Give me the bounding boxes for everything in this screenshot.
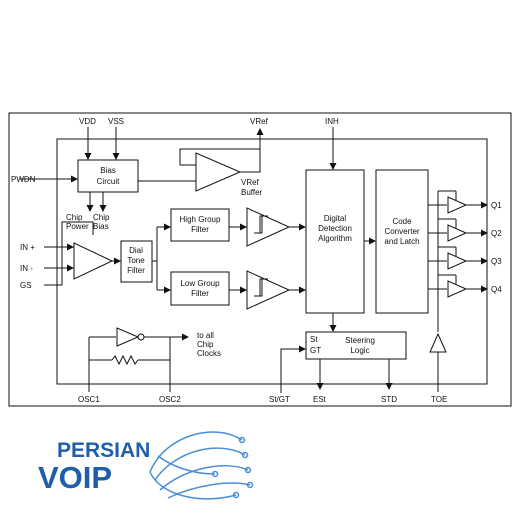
low-group-filter-label-2: Filter	[191, 289, 209, 298]
dial-tone-filter-label-3: Filter	[127, 266, 145, 275]
chip-bias-label-2: Bias	[93, 222, 109, 231]
digital-detection-label-2: Detection	[318, 224, 352, 233]
q4-buffer	[447, 280, 468, 298]
to-all-chip-clocks-label-2: Chip	[197, 340, 214, 349]
high-group-filter-label-2: Filter	[191, 225, 209, 234]
logo-word-voip: VOIP	[38, 460, 112, 495]
pin-q1: Q1	[491, 201, 502, 210]
chip-power-label-1: Chip	[66, 213, 83, 222]
high-group-filter-block	[170, 208, 230, 242]
code-converter-label-3: and Latch	[384, 237, 419, 246]
code-converter-block	[375, 169, 429, 314]
low-group-filter-label-1: Low Group	[180, 279, 220, 288]
dial-tone-filter-label-2: Tone	[127, 256, 145, 265]
steering-logic-label-1: Steering	[345, 336, 375, 345]
low-group-filter-block	[170, 271, 230, 306]
logo-word-persian: PERSIAN	[57, 439, 150, 462]
code-converter-label-1: Code	[392, 217, 412, 226]
pin-q2: Q2	[491, 229, 502, 238]
bias-circuit-block	[77, 159, 139, 193]
digital-detection-label-1: Digital	[324, 214, 346, 223]
bias-circuit-label-1: Bias	[100, 166, 116, 175]
pin-in-plus: IN +	[20, 243, 35, 252]
circuit-swoosh-icon	[149, 431, 254, 500]
pin-st-gt: St/GT	[269, 395, 290, 404]
steering-logic-block	[305, 331, 407, 360]
vref-buffer-amp	[195, 152, 242, 192]
pin-vref: VRef	[250, 117, 269, 126]
input-opamp	[73, 242, 114, 280]
pin-q4: Q4	[491, 285, 502, 294]
vref-buffer-label-1: VRef	[241, 178, 260, 187]
pin-inh: INH	[325, 117, 339, 126]
vref-buffer-label-2: Buffer	[241, 188, 263, 197]
low-group-comparator	[246, 270, 291, 310]
q3-buffer	[447, 252, 468, 270]
pin-in-minus: IN -	[20, 264, 33, 273]
code-converter-label-2: Converter	[384, 227, 419, 236]
steering-gt-port: GT	[310, 346, 321, 355]
digital-detection-label-3: Algorithm	[318, 234, 352, 243]
to-all-chip-clocks-label-3: Clocks	[197, 349, 221, 358]
dial-tone-filter-label-1: Dial	[129, 246, 143, 255]
persian-voip-logo: PERSIAN VOIP	[38, 431, 254, 500]
pin-est: ESt	[313, 395, 327, 404]
to-all-chip-clocks-label-1: to all	[197, 331, 214, 340]
high-group-filter-label-1: High Group	[180, 215, 221, 224]
q2-buffer	[447, 224, 468, 242]
steering-st-port: St	[310, 335, 318, 344]
high-group-comparator	[246, 207, 291, 247]
chip-bias-label-1: Chip	[93, 213, 110, 222]
dtmf-receiver-block-diagram: VDD VSS VRef INH PWDN IN + IN - GS OSC1 …	[8, 112, 512, 407]
bias-circuit-label-2: Circuit	[97, 177, 120, 186]
pin-toe: TOE	[431, 395, 447, 404]
pin-pwdn: PWDN	[11, 175, 36, 184]
toe-buffer	[429, 332, 447, 353]
pin-gs: GS	[20, 281, 32, 290]
pin-std: STD	[381, 395, 397, 404]
pin-osc1: OSC1	[78, 395, 100, 404]
pin-vss: VSS	[108, 117, 124, 126]
oscillator-inverter	[116, 327, 140, 347]
pin-osc2: OSC2	[159, 395, 181, 404]
chip-power-label-2: Power	[66, 222, 89, 231]
chip-outline	[8, 112, 512, 407]
q1-buffer	[447, 196, 468, 214]
steering-logic-label-2: Logic	[350, 346, 369, 355]
pin-vdd: VDD	[79, 117, 96, 126]
pin-q3: Q3	[491, 257, 502, 266]
